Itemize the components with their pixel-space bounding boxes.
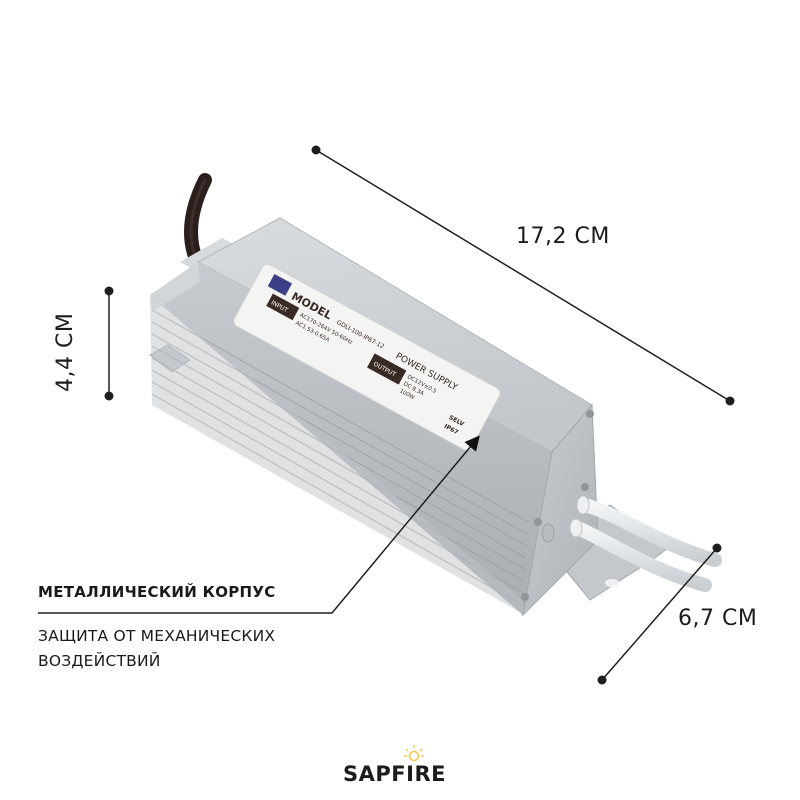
height-label: 4,4 CM bbox=[53, 312, 78, 392]
callout-description-line1: ЗАЩИТА ОТ МЕХАНИЧЕСКИХ bbox=[38, 627, 276, 645]
brand-name: SAPFIRE bbox=[343, 762, 446, 786]
lightbulb-icon bbox=[404, 745, 424, 762]
callout-title: МЕТАЛЛИЧЕСКИЙ КОРПУС bbox=[38, 583, 276, 601]
brand-logo: SAPFIRE bbox=[343, 744, 463, 790]
length-label: 17,2 CM bbox=[516, 224, 610, 249]
brand-name-part1: SAPF bbox=[343, 762, 407, 786]
callout-description-line2: ВОЗДЕЙСТВИЙ bbox=[38, 652, 161, 670]
width-label: 6,7 CM bbox=[678, 606, 758, 631]
brand-name-i: I bbox=[406, 762, 415, 786]
callout-description: ЗАЩИТА ОТ МЕХАНИЧЕСКИХ ВОЗДЕЙСТВИЙ bbox=[38, 624, 275, 674]
brand-name-part2: RE bbox=[414, 762, 446, 786]
